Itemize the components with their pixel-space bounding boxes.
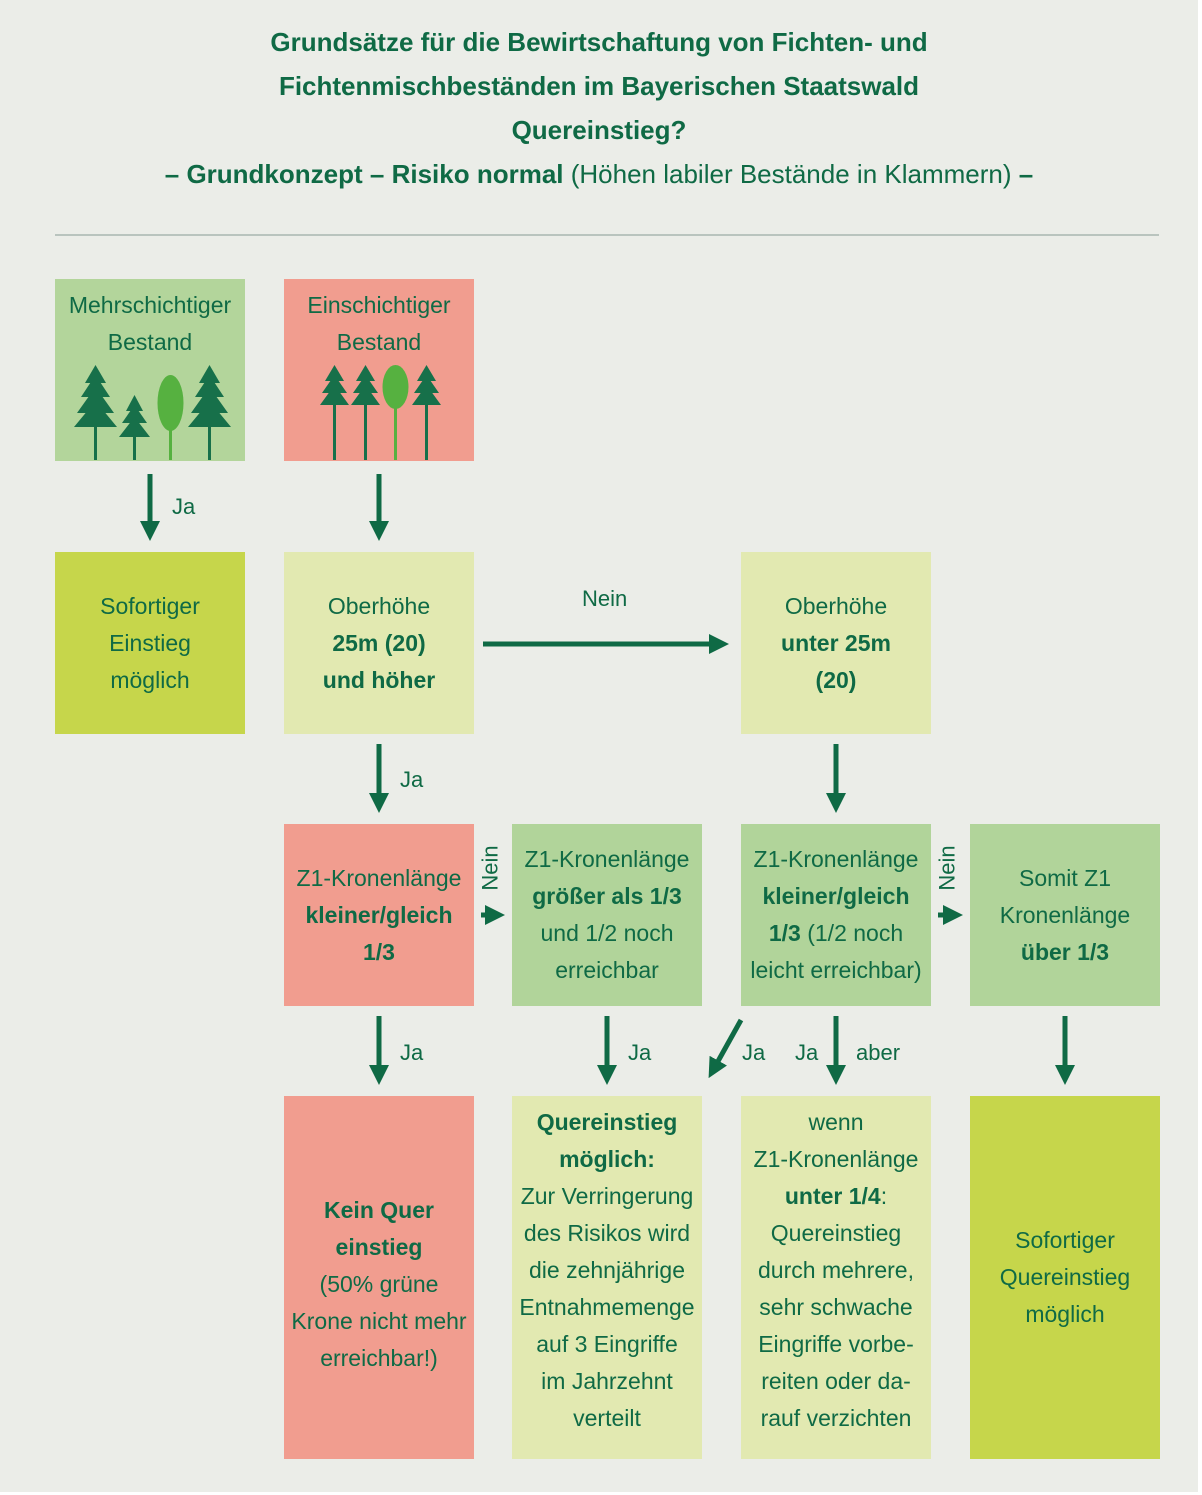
box-z1-kleiner-gleich-b: Z1-Kronenlänge kleiner/gleich 1/3 (1/2 n… (741, 824, 931, 1006)
box-wenn-line4: Quereinstieg (770, 1220, 902, 1246)
title-line-4-bold: – Grundkonzept – Risiko normal (164, 159, 564, 189)
box-sofort-quer-line1: Sofortiger (1015, 1227, 1115, 1253)
box-sofortiger-einstieg: Sofortiger Einstieg möglich (55, 552, 245, 734)
box-kein-quer-line1: Kein Quer (324, 1197, 434, 1223)
box-z1-groesser: Z1-Kronenlänge größer als 1/3 und 1/2 no… (512, 824, 702, 1006)
label-aber: aber (856, 1040, 901, 1065)
box-oberhoehe-unter-line2: unter 25m (781, 629, 891, 656)
box-z1-groesser-line1: Z1-Kronenlänge (524, 846, 690, 872)
box-oberhoehe-unter: Oberhöhe unter 25m (20) (741, 552, 931, 734)
box-quer-moeglich-line5: die zehnjährige (528, 1257, 685, 1283)
box-kein-quer-line4: Krone nicht mehr (291, 1308, 467, 1334)
label-nein-horizontal: Nein (582, 586, 628, 611)
title-line-4-normal: (Höhen labiler Bestände in Klammern) (570, 159, 1012, 189)
box-wenn-z1: wenn Z1-Kronenlänge unter 1/4: Quereinst… (741, 1096, 931, 1459)
box-kein-quer-line5: erreichbar!) (320, 1345, 438, 1371)
box-wenn-line2: Z1-Kronenlänge (753, 1146, 919, 1172)
box-mehrschichtiger-line2: Bestand (107, 329, 193, 355)
box-einschichtiger-bestand: Einschichtiger Bestand (284, 279, 474, 461)
box-sofort-quer-line3: möglich (1025, 1301, 1105, 1327)
single-layer-trees-icon (320, 365, 441, 460)
box-z1b-line3-normal: (1/2 noch (800, 920, 904, 946)
box-oberhoehe-hoch-line1: Oberhöhe (327, 592, 431, 619)
box-oberhoehe-hoch-line3: und höher (322, 666, 436, 693)
title-line-1: Grundsätze für die Bewirtschaftung von F… (270, 27, 928, 57)
box-mehrschichtiger-line1: Mehrschichtiger (68, 292, 232, 318)
box-kein-quer-line2: einstieg (335, 1234, 423, 1260)
box-z1b-line2: kleiner/gleich (762, 883, 910, 909)
box-quer-moeglich-line6: Entnahmemenge (519, 1294, 695, 1320)
box-z1-kleiner-gleich-a: Z1-Kronenlänge kleiner/gleich 1/3 (284, 824, 474, 1006)
box-z1a-line2: kleiner/gleich (305, 901, 453, 928)
box-somit-z1-line2: Kronenlänge (999, 901, 1131, 928)
box-sofort-quer-line2: Quereinstieg (999, 1264, 1131, 1290)
box-wenn-line8: reiten oder da- (761, 1368, 911, 1394)
box-z1-groesser-line2: größer als 1/3 (532, 883, 682, 909)
box-sofortiger-einstieg-line1: Sofortiger (100, 592, 200, 619)
box-quer-moeglich-line1: Quereinstieg (536, 1109, 678, 1135)
title-line-3: Quereinstieg? (511, 115, 687, 145)
box-quer-moeglich-line8: im Jahrzehnt (541, 1368, 673, 1394)
title-line-4: – Grundkonzept – Risiko normal (Höhen la… (0, 158, 1198, 190)
box-wenn-line1: wenn (808, 1109, 864, 1135)
box-quer-moeglich-line4: des Risikos wird (523, 1220, 691, 1246)
box-z1b-line1: Z1-Kronenlänge (753, 846, 919, 872)
box-wenn-line3-bold: unter 1/4 (784, 1183, 881, 1209)
label-ja-6: Ja (795, 1040, 819, 1065)
multi-layer-trees-icon (74, 365, 231, 460)
label-nein-vertical-2: Nein (934, 845, 960, 891)
box-wenn-line6: sehr schwache (759, 1294, 913, 1320)
box-einschichtiger-line1: Einschichtiger (307, 292, 451, 318)
label-ja-4: Ja (628, 1040, 652, 1065)
box-somit-z1-line1: Somit Z1 (1018, 864, 1112, 891)
box-somit-z1: Somit Z1 Kronenlänge über 1/3 (970, 824, 1160, 1006)
box-quer-moeglich-line9: verteilt (573, 1405, 641, 1431)
box-wenn-line3-colon: : (880, 1183, 888, 1209)
label-nein-vertical-1: Nein (477, 845, 503, 891)
label-ja-3: Ja (400, 1040, 424, 1065)
box-z1b-line4: leicht erreichbar) (750, 957, 922, 983)
label-ja-5: Ja (742, 1040, 766, 1065)
box-einschichtiger-line2: Bestand (336, 329, 422, 355)
box-kein-quer-line3: (50% grüne (319, 1271, 439, 1297)
box-somit-z1-line3: über 1/3 (1020, 938, 1110, 965)
box-wenn-line5: durch mehrere, (758, 1257, 914, 1283)
box-z1a-line1: Z1-Kronenlänge (296, 864, 462, 891)
box-quer-moeglich-line2: möglich: (559, 1146, 655, 1172)
box-quer-moeglich-line7: auf 3 Eingriffe (536, 1331, 678, 1357)
label-ja-2: Ja (400, 767, 424, 792)
arrow-z1b-diagonal-to-quer (708, 1018, 744, 1079)
title-line-2: Fichtenmischbeständen im Bayerischen Sta… (278, 71, 920, 101)
box-quer-moeglich-line3: Zur Verringerung (520, 1183, 694, 1209)
box-sofortiger-einstieg-line3: möglich (110, 666, 190, 693)
box-oberhoehe-hoch: Oberhöhe 25m (20) und höher (284, 552, 474, 734)
box-mehrschichtiger-bestand: Mehrschichtiger Bestand (55, 279, 245, 461)
label-ja-1: Ja (172, 494, 196, 519)
divider-line (55, 234, 1159, 236)
box-sofortiger-einstieg-line2: Einstieg (109, 629, 191, 656)
box-z1-groesser-line3: und 1/2 noch (540, 920, 674, 946)
box-sofortiger-quereinstieg: Sofortiger Quereinstieg möglich (970, 1096, 1160, 1459)
box-z1b-line3: 1/3 (1/2 noch (769, 915, 903, 952)
box-oberhoehe-unter-line3: (20) (815, 666, 857, 693)
box-z1b-line3-bold: 1/3 (768, 920, 801, 946)
box-z1-groesser-line4: erreichbar (555, 957, 659, 983)
box-oberhoehe-unter-line1: Oberhöhe (784, 592, 888, 619)
box-z1a-line3: 1/3 (363, 938, 395, 965)
box-wenn-line9: rauf verzichten (760, 1405, 912, 1431)
box-oberhoehe-hoch-line2: 25m (20) (332, 629, 426, 656)
box-quereinstieg-moeglich: Quereinstieg möglich: Zur Verringerung d… (512, 1096, 702, 1459)
box-kein-quereinstieg: Kein Quer einstieg (50% grüne Krone nich… (284, 1096, 474, 1459)
title-line-4-end: – (1018, 159, 1034, 189)
box-wenn-line3: unter 1/4: (785, 1178, 887, 1215)
box-wenn-line7: Eingriffe vorbe- (758, 1331, 914, 1357)
